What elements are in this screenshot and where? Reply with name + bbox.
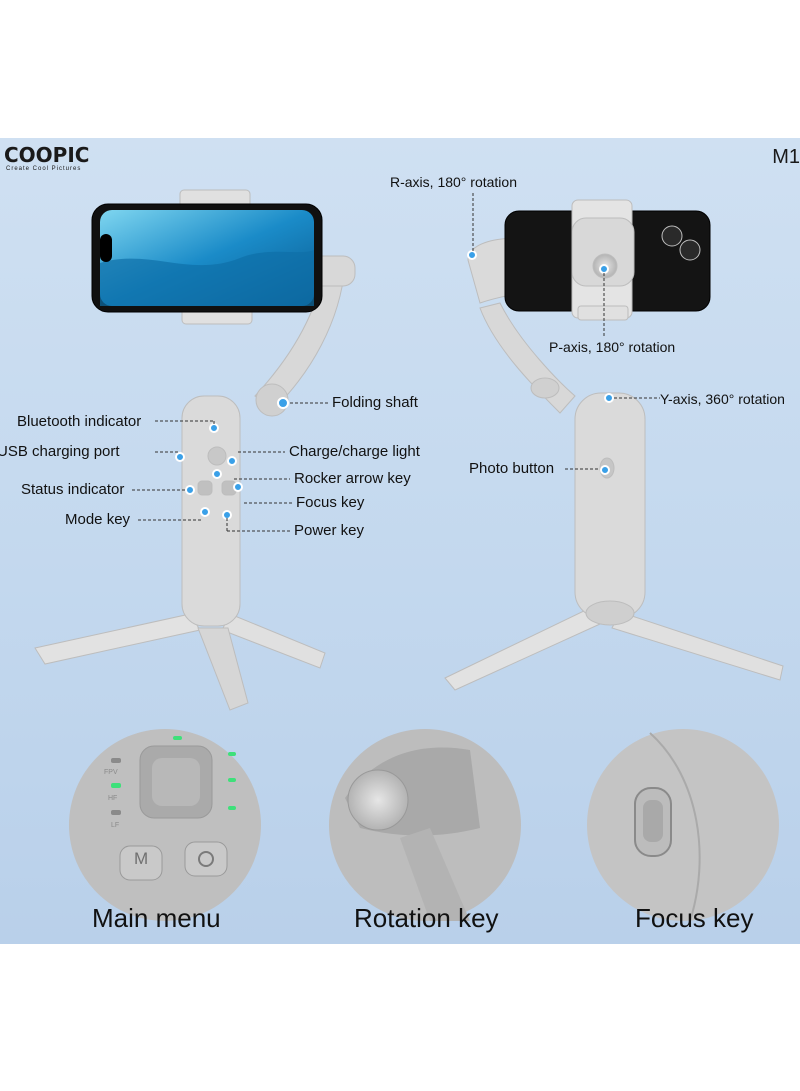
label-folding-shaft: Folding shaft <box>332 394 418 411</box>
gimbal-back-view <box>444 199 784 691</box>
detail-main-menu <box>69 729 261 921</box>
product-panel: COOPIC Create Cool Pictures M1 <box>0 138 800 944</box>
label-p-axis: P-axis, 180° rotation <box>549 339 676 355</box>
right-leader-lines <box>472 193 660 470</box>
label-usb-charging-port: USB charging port <box>0 443 120 460</box>
label-y-axis: Y-axis, 360° rotation <box>660 391 785 407</box>
model-name: M1 <box>772 146 800 168</box>
label-rocker-arrow-key: Rocker arrow key <box>294 470 411 487</box>
gimbal-front-view <box>34 189 356 711</box>
label-charge-light: Charge/charge light <box>289 443 420 460</box>
brand-logo: COOPIC Create Cool Pictures <box>4 144 89 172</box>
label-bluetooth-indicator: Bluetooth indicator <box>17 413 142 430</box>
marking-lf: LF <box>111 822 120 829</box>
label-r-axis: R-axis, 180° rotation <box>390 174 517 190</box>
detail-rotation-key <box>329 729 521 921</box>
detail-focus-key <box>587 729 779 922</box>
brand-tagline: Create Cool Pictures <box>6 166 82 172</box>
marking-mode-button: M <box>134 849 149 868</box>
label-photo-button: Photo button <box>469 460 555 477</box>
left-leader-lines <box>132 402 330 532</box>
caption-focus-key: Focus key <box>635 903 754 933</box>
caption-rotation-key: Rotation key <box>354 903 499 933</box>
marking-hf: HF <box>108 795 118 802</box>
label-mode-key: Mode key <box>65 511 131 528</box>
label-status-indicator: Status indicator <box>21 481 125 498</box>
brand-name: COOPIC <box>4 143 90 167</box>
caption-main-menu: Main menu <box>92 903 221 933</box>
marking-fpv: FPV <box>104 769 118 776</box>
label-power-key: Power key <box>294 522 365 539</box>
label-focus-key: Focus key <box>296 494 365 511</box>
product-illustration <box>34 189 784 922</box>
